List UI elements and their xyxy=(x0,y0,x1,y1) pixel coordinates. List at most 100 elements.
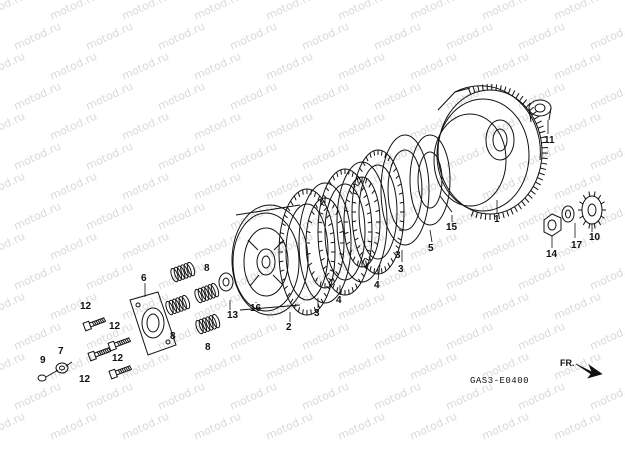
watermark-text: motod.ru xyxy=(300,80,351,113)
watermark-text: motod.ru xyxy=(192,170,243,203)
watermark-text: motod.ru xyxy=(0,170,27,203)
callout-16: 16 xyxy=(250,303,262,314)
watermark-text: motod.ru xyxy=(552,110,603,143)
watermark-text: motod.ru xyxy=(0,230,27,263)
watermark-text: motod.ru xyxy=(84,20,135,53)
callout-2: 2 xyxy=(286,322,292,333)
watermark-text: motod.ru xyxy=(480,230,531,263)
watermark-text: motod.ru xyxy=(552,290,603,323)
watermark-text: motod.ru xyxy=(156,20,207,53)
clutch-plate-stack xyxy=(278,149,405,316)
callout-12d: 12 xyxy=(79,374,91,385)
watermark-text: motod.ru xyxy=(84,140,135,173)
watermark-text: motod.ru xyxy=(84,260,135,293)
callout-3b: 3 xyxy=(398,264,404,275)
callout-4b: 4 xyxy=(374,280,380,291)
watermark-text: motod.ru xyxy=(84,380,135,413)
callout-9: 9 xyxy=(40,355,46,366)
friction-disc-15 xyxy=(409,134,451,226)
callout-5: 5 xyxy=(428,243,434,254)
front-direction-indicator: FR. xyxy=(560,358,603,379)
watermark-text: motod.ru xyxy=(444,260,495,293)
watermark-text: motod.ru xyxy=(0,0,27,23)
watermark-text: motod.ru xyxy=(552,50,603,83)
watermark-text: motod.ru xyxy=(300,20,351,53)
watermark-text: motod.ru xyxy=(480,110,531,143)
watermark-text: motod.ru xyxy=(444,20,495,53)
watermark-text: motod.ru xyxy=(336,410,387,443)
callout-3a: 3 xyxy=(314,308,320,319)
watermark-text: motod.ru xyxy=(372,140,423,173)
watermark-text: motod.ru xyxy=(120,110,171,143)
front-arrow-icon xyxy=(575,363,603,379)
watermark-text: motod.ru xyxy=(516,260,567,293)
watermark-text: motod.ru xyxy=(192,50,243,83)
lock-nut xyxy=(543,213,562,237)
outer-gear-teeth xyxy=(468,84,549,221)
watermark-text: motod.ru xyxy=(192,110,243,143)
watermark-text: motod.ru xyxy=(48,290,99,323)
callout-3c: 3 xyxy=(395,250,401,261)
lock-washer xyxy=(561,205,575,223)
watermark-text: motod.ru xyxy=(228,380,279,413)
pressure-plate xyxy=(231,204,309,316)
bolts xyxy=(82,317,133,380)
diagram-code: GAS3-E0400 xyxy=(470,376,529,386)
watermark-text: motod.ru xyxy=(336,50,387,83)
leader-lines xyxy=(144,120,593,322)
watermark-text: motod.ru xyxy=(192,350,243,383)
watermark-text: motod.ru xyxy=(120,350,171,383)
watermark-text: motod.ru xyxy=(48,0,99,23)
watermark-text: motod.ru xyxy=(408,350,459,383)
watermark-text: motod.ru xyxy=(264,0,315,23)
watermark-text: motod.ru xyxy=(264,170,315,203)
watermark-text: motod.ru xyxy=(120,170,171,203)
watermark-text: motod.ru xyxy=(0,410,27,443)
watermark-text: motod.ru xyxy=(588,260,625,293)
watermark-text: motod.ru xyxy=(156,140,207,173)
watermark-text: motod.ru xyxy=(48,170,99,203)
callout-8b: 8 xyxy=(170,331,176,342)
watermark-text: motod.ru xyxy=(192,0,243,23)
watermark-text: motod.ru xyxy=(336,110,387,143)
watermark-text: motod.ru xyxy=(516,80,567,113)
watermark-text: motod.ru xyxy=(588,20,625,53)
watermark-text: motod.ru xyxy=(408,290,459,323)
callout-11: 11 xyxy=(544,135,555,146)
watermark-text: motod.ru xyxy=(12,80,63,113)
watermark-text: motod.ru xyxy=(480,0,531,23)
callout-15: 15 xyxy=(446,222,458,233)
callout-13: 13 xyxy=(227,310,239,321)
watermark-text: motod.ru xyxy=(372,80,423,113)
watermark-text: motod.ru xyxy=(480,50,531,83)
watermark-text: motod.ru xyxy=(0,290,27,323)
watermark-text: motod.ru xyxy=(12,200,63,233)
callout-8a: 8 xyxy=(204,263,210,274)
watermark-text: motod.ru xyxy=(516,320,567,353)
watermark-text: motod.ru xyxy=(12,380,63,413)
watermark-text: motod.ru xyxy=(372,380,423,413)
watermark-text: motod.ru xyxy=(408,50,459,83)
callout-1: 1 xyxy=(494,214,500,225)
clutch-plate-5 xyxy=(380,134,430,246)
watermark-text: motod.ru xyxy=(588,320,625,353)
watermark-text: motod.ru xyxy=(12,140,63,173)
watermark-text: motod.ru xyxy=(48,410,99,443)
watermark-text: motod.ru xyxy=(48,50,99,83)
clutch-outer xyxy=(433,84,549,221)
watermark-text: motod.ru xyxy=(0,350,27,383)
watermark-text: motod.ru xyxy=(300,380,351,413)
watermark-text: motod.ru xyxy=(120,50,171,83)
watermark-text: motod.ru xyxy=(156,80,207,113)
small-bolt-assembly xyxy=(37,361,73,382)
watermark-text: motod.ru xyxy=(372,20,423,53)
callout-7: 7 xyxy=(58,346,64,357)
callout-10: 10 xyxy=(589,232,601,243)
watermark-text: motod.ru xyxy=(300,140,351,173)
clutch-springs xyxy=(165,261,221,335)
watermark-text: motod.ru xyxy=(264,50,315,83)
watermark-text: motod.ru xyxy=(84,80,135,113)
watermark-text: motod.ru xyxy=(408,170,459,203)
